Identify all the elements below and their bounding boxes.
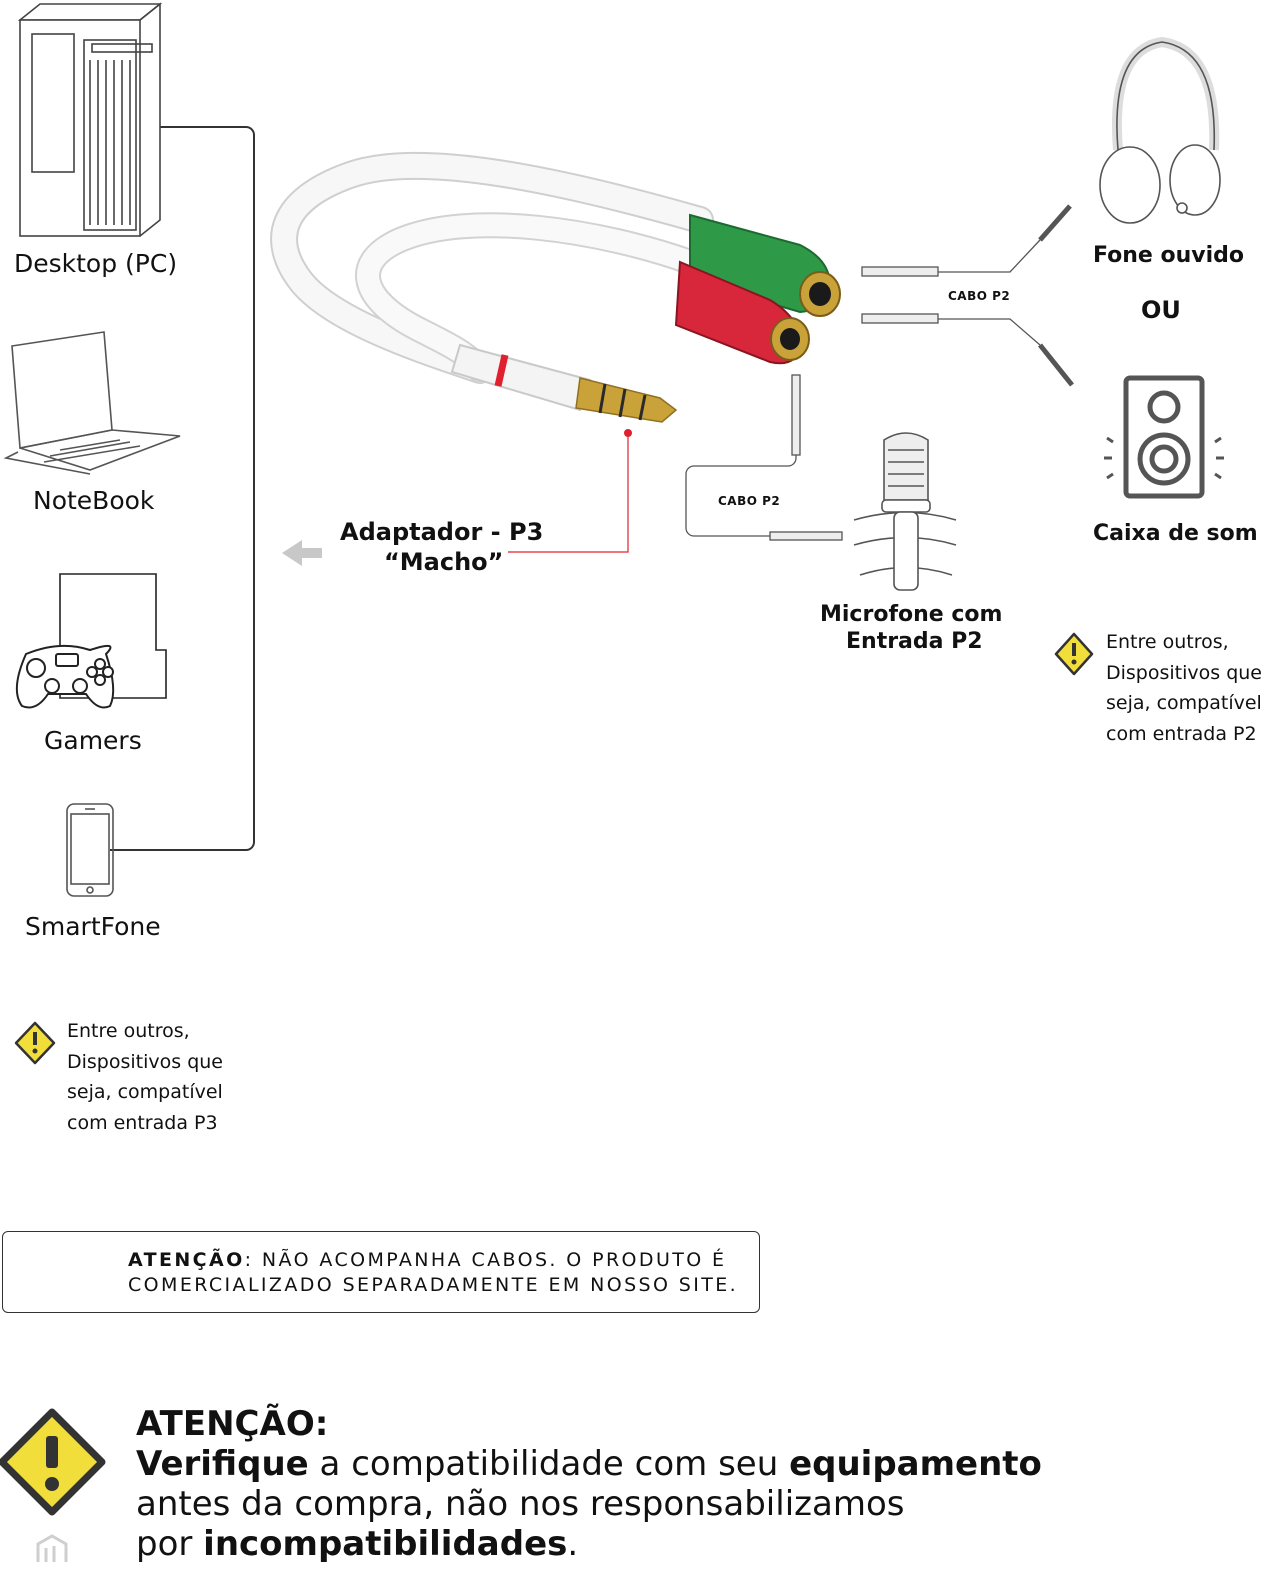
compat-text-3: por [136,1524,204,1564]
note-p2-line: Entre outros, [1106,631,1229,653]
left-arrow-icon [282,540,322,566]
desktop-label: Desktop (PC) [14,249,178,278]
speaker-label: Caixa de som [1093,521,1258,546]
cables-warning-text: ATENÇÃO: NÃO ACOMPANHA CABOS. O PRODUTO … [128,1248,738,1298]
note-p2-line: com entrada P2 [1106,722,1257,745]
notebook-icon [3,331,181,475]
big-warning-icon [0,1408,106,1516]
verify-word: Verifique [136,1444,309,1484]
compat-text-2: antes da compra, não nos responsabilizam… [136,1484,905,1524]
headphone-label: Fone ouvido [1093,243,1245,268]
adapter-cable-illustration [270,151,841,423]
gamepad-icon [15,573,167,709]
gamers-label: Gamers [44,726,142,755]
note-p2-line: seja, compatível [1106,692,1262,714]
compat-text-1: a compatibilidade com seu [308,1444,790,1484]
incompat-word: incompatibilidades [203,1524,568,1564]
mic-label-line1: Microfone com [820,602,1003,627]
cables-warning-bold: ATENÇÃO [128,1249,245,1271]
cable-mic-label: CABO P2 [718,494,781,508]
microphone-icon [853,432,957,591]
note-p3: Entre outros, Dispositivos que seja, com… [67,1016,223,1138]
compat-text-4: . [567,1524,579,1564]
warning-p2-icon [1054,632,1094,676]
headphone-icon [1099,36,1221,224]
note-p3-line: seja, compatível [67,1081,223,1103]
desktop-icon [17,2,163,237]
cable-p2-top [861,204,1074,387]
equipment-word: equipamento [789,1444,1042,1484]
warning-p3-icon [14,1021,56,1065]
adapter-pointer-line [508,429,632,553]
note-p2: Entre outros, Dispositivos que seja, com… [1106,627,1262,749]
note-p2-line: Dispositivos que [1106,661,1262,684]
smartfone-label: SmartFone [25,912,161,941]
or-label: OU [1141,296,1181,324]
device-bracket-line [110,126,255,851]
compatibility-warning-title: ATENÇÃO: [136,1404,329,1444]
brand-logo-mark [36,1534,68,1562]
speaker-icon [1104,375,1224,499]
adapter-label-line2: “Macho” [384,548,504,576]
adapter-label-line1: Adaptador - P3 [340,518,544,546]
notebook-label: NoteBook [33,486,155,515]
compatibility-warning: ATENÇÃO: Verifique a compatibilidade com… [136,1404,1042,1564]
cable-top-label: CABO P2 [948,289,1011,303]
note-p3-line: com entrada P3 [67,1111,218,1134]
note-p3-line: Entre outros, [67,1020,190,1042]
mic-label-line2: Entrada P2 [846,629,983,654]
note-p3-line: Dispositivos que [67,1050,223,1073]
cables-warning-line2: COMERCIALIZADO SEPARADAMENTE EM NOSSO SI… [128,1274,739,1296]
cable-p2-mic [685,374,843,541]
cables-warning-rest: : NÃO ACOMPANHA CABOS. O PRODUTO É [244,1249,727,1271]
cables-warning-box [2,1231,760,1313]
smartphone-icon [66,803,114,897]
